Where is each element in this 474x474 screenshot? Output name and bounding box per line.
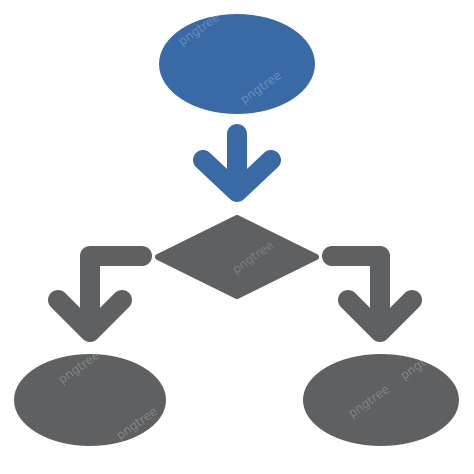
arrow-decision-to-right-outcome: [322, 246, 422, 342]
right-outcome-node-ellipse: [303, 354, 459, 446]
start-node-ellipse: [159, 14, 315, 114]
arrow-decision-to-left-outcome: [48, 246, 152, 342]
decision-node-diamond: [155, 215, 319, 299]
left-outcome-node-ellipse: [14, 354, 166, 446]
arrow-start-to-decision: [193, 124, 281, 202]
